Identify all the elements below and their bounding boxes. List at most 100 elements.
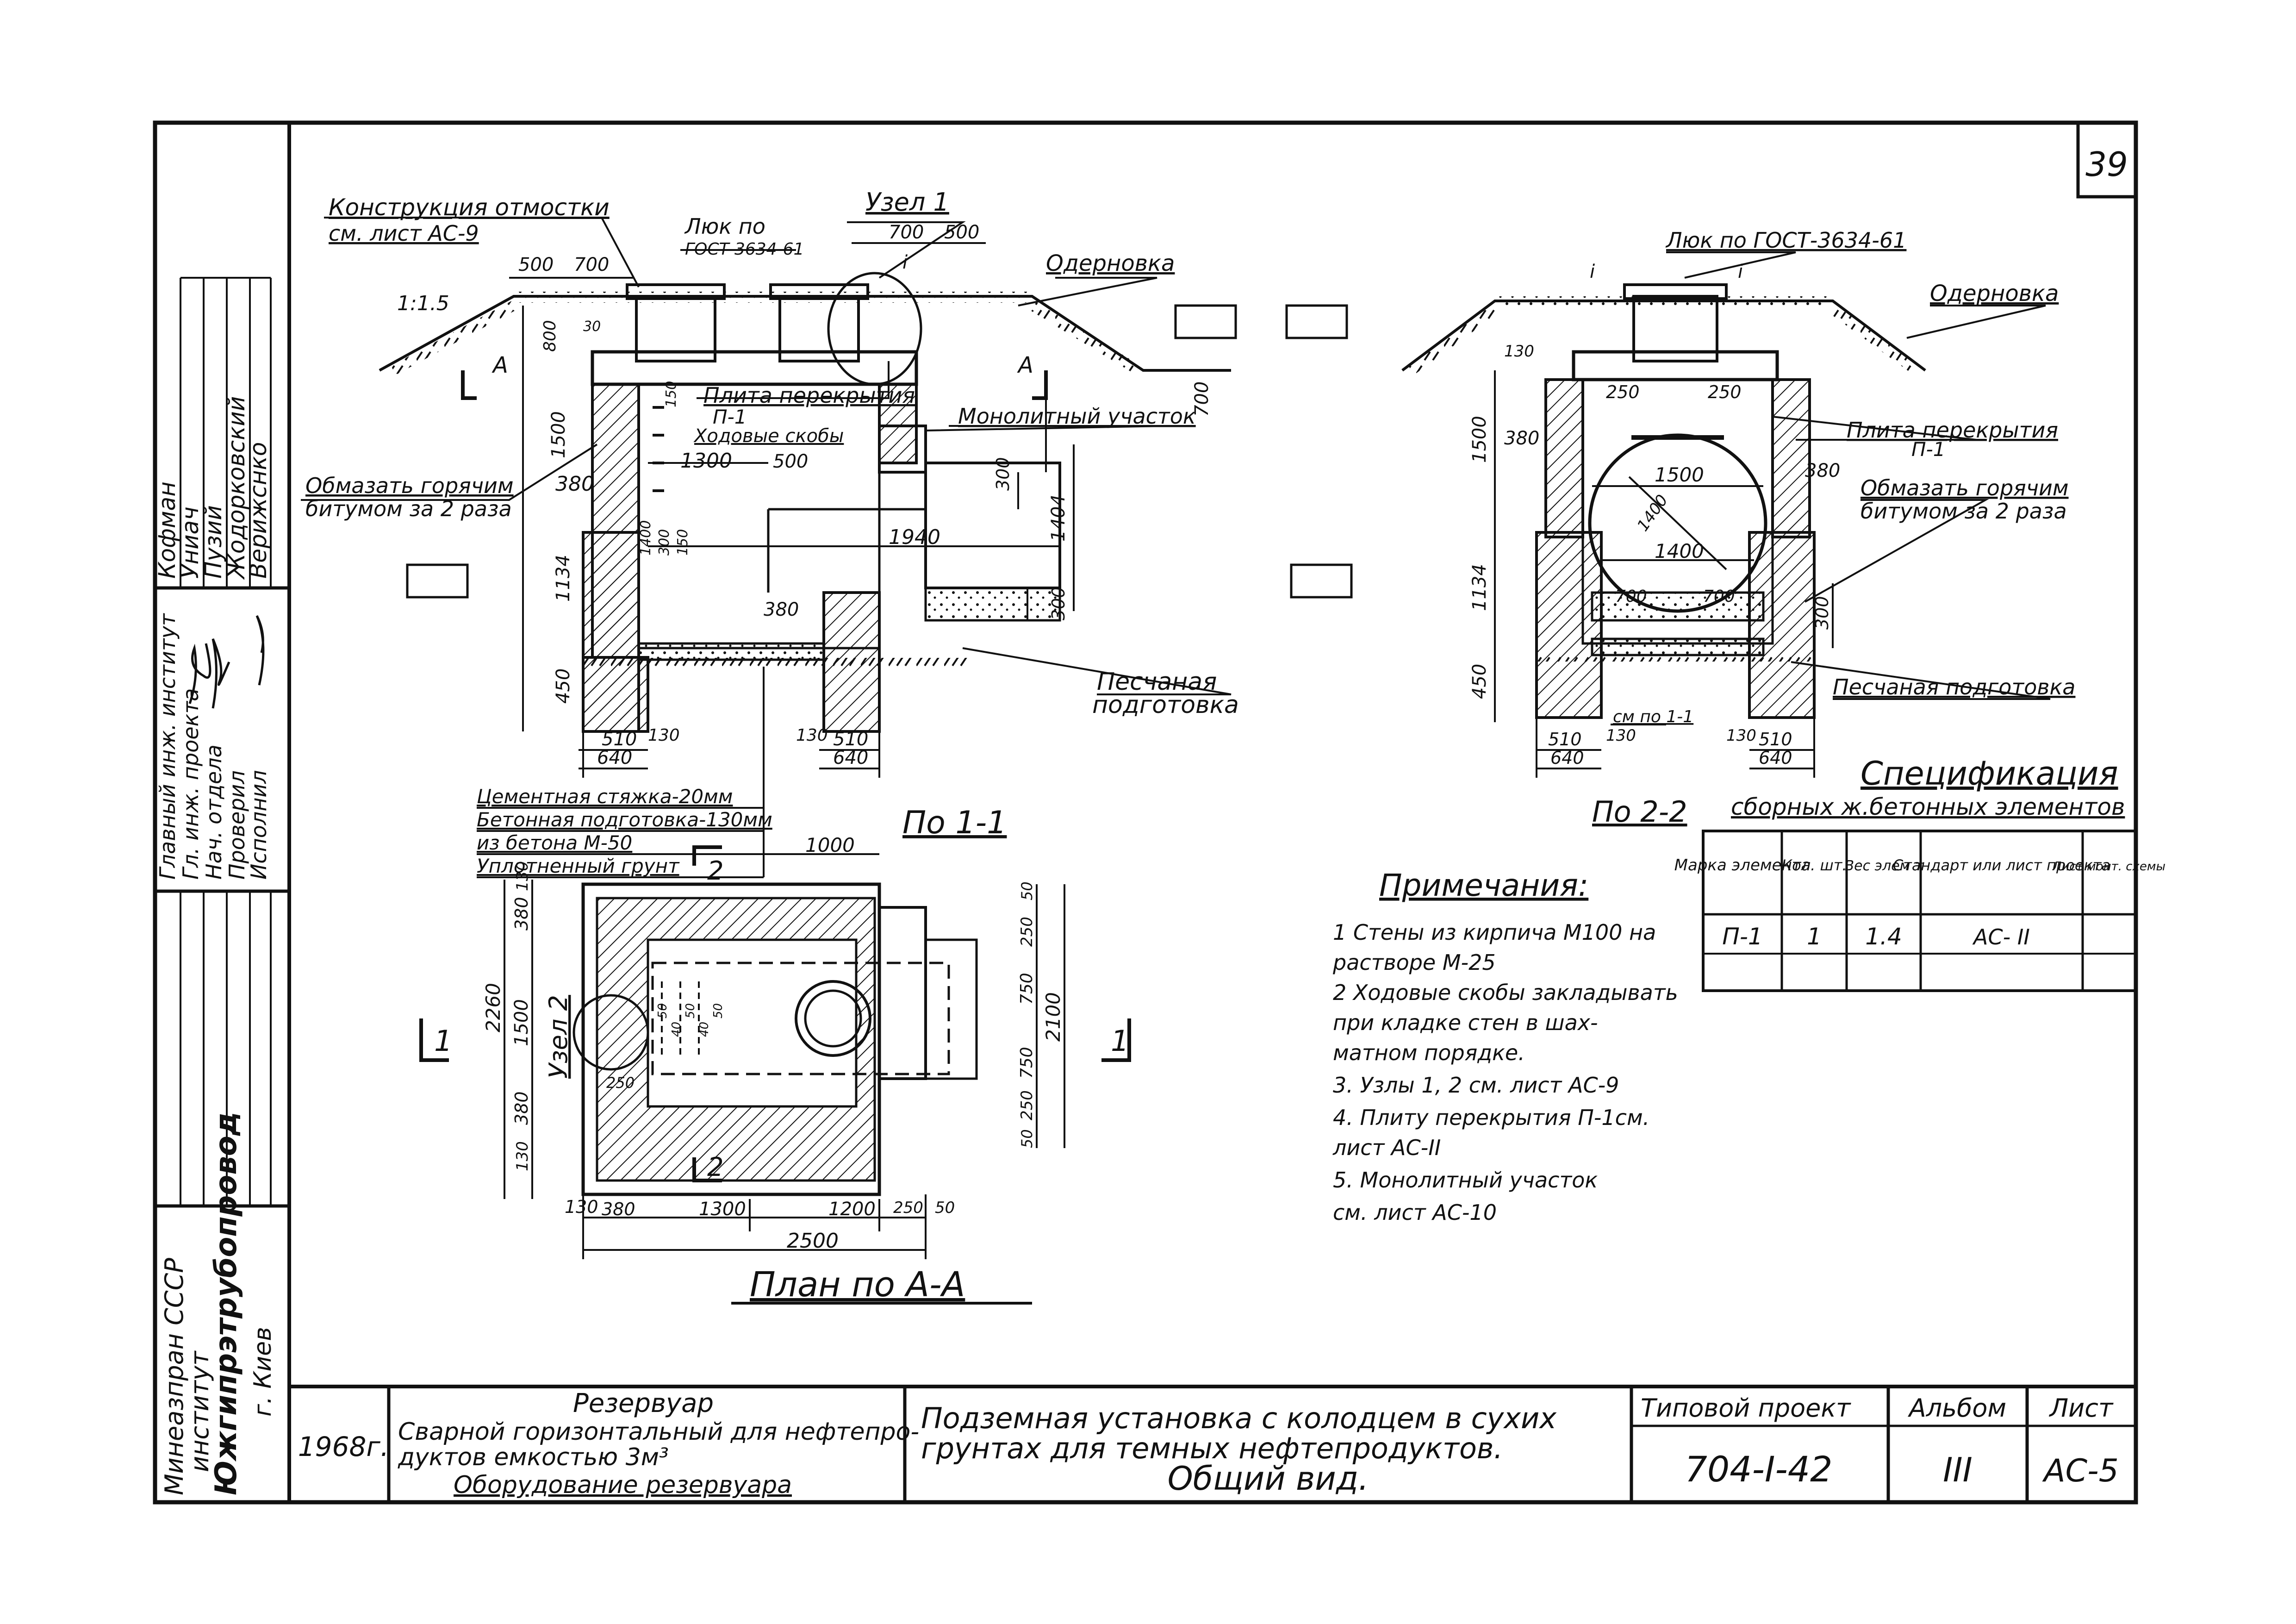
plan-dim-bottom: 380: [602, 1199, 635, 1219]
note-line: 5. Монолитный участок: [1333, 1168, 1598, 1193]
title-year: 1968г.: [298, 1431, 389, 1462]
stamp-name-2: Униач: [177, 506, 204, 579]
s22-label-turf: Одерновка: [1930, 281, 2059, 306]
plan-cut-mark-bottom: 2: [707, 1152, 724, 1182]
s22-dim: 450: [1469, 664, 1490, 699]
plan-dim-bottom: 1300: [699, 1199, 746, 1220]
s11-dim: 500: [944, 222, 979, 243]
s11-dim: 800: [541, 320, 560, 352]
s22-dim: 510: [1548, 729, 1582, 750]
s22-dim: 250: [1708, 382, 1742, 402]
stamp-role-1: Главный инж. институт: [155, 613, 180, 880]
stamp-role-4: Проверил: [224, 770, 249, 880]
sheet-value: АС-5: [2042, 1453, 2119, 1489]
stamp-role-5: Исполнил: [246, 770, 271, 880]
s11-dim: 1400: [638, 520, 654, 556]
s11-label-slab-mark: П-1: [713, 406, 747, 428]
section-2-2-drawing: [1285, 251, 2051, 778]
s11-dim: 150: [663, 381, 679, 407]
note-line: 4. Плиту перекрытия П-1см.: [1333, 1105, 1649, 1130]
s22-label-slab: Плита перекрытия: [1847, 418, 2058, 443]
s22-label-hatch: Люк по ГОСТ-3634-61: [1665, 228, 1906, 253]
s11-label-monolith: Монолитный участок: [958, 404, 1196, 429]
s11-label-node: Узел 1: [865, 187, 949, 217]
plan-dim-left-total: 2260: [482, 983, 504, 1032]
s11-dim: 1404: [1048, 494, 1069, 542]
s11-dim: 1300: [680, 449, 732, 473]
title-object-3: дуктов емкостью 3м³: [398, 1443, 669, 1471]
s11-dim: 380: [764, 599, 799, 620]
plan-dim-right: 750: [1017, 1047, 1036, 1079]
s11-label-sand-1: Песчаная: [1097, 668, 1217, 696]
s11-dim: 380: [555, 472, 594, 496]
album-value: III: [1943, 1450, 1972, 1489]
s11-label-turf: Одерновка: [1046, 250, 1175, 276]
s11-dim: 500: [518, 254, 554, 275]
plan-title: План по А-А: [750, 1265, 965, 1305]
project-label: Типовой проект: [1641, 1393, 1851, 1423]
title-main-2: грунтах для темных нефтепродуктов.: [921, 1431, 1503, 1465]
plan-dim-bottom: 1200: [828, 1199, 876, 1220]
plan-drawing: [419, 845, 1131, 1259]
note-line: см. лист АС-10: [1333, 1200, 1497, 1225]
note-line: при кладке стен в шах-: [1333, 1010, 1598, 1035]
plan-dim-left: 1500: [511, 999, 532, 1046]
plan-dim-left: 130: [513, 1141, 532, 1171]
s11-label-hatch: Люк по: [684, 214, 765, 239]
title-main-1: Подземная установка с колодцем в сухих: [921, 1401, 1557, 1435]
plan-dim-bottom: 50: [935, 1199, 955, 1217]
title-object-1: Резервуар: [573, 1388, 714, 1418]
layer-2: Бетонная подготовка-130мм: [477, 808, 772, 831]
plan-dim-inner: 40: [670, 1022, 684, 1037]
s11-dim: 150: [675, 529, 691, 556]
plan-dim-right: 50: [1018, 881, 1036, 900]
plan-cut-mark-top: 2: [707, 856, 724, 886]
spec-cell-qty: 1: [1807, 923, 1822, 950]
s22-dim: 300: [1812, 596, 1832, 630]
s11-section-mark-left: А: [492, 352, 508, 378]
s11-title: По 1-1: [902, 805, 1007, 841]
stamp-name-4: Жодорковский: [223, 396, 250, 580]
s11-dim: 130: [648, 726, 680, 745]
layer-4: Уплотненный грунт: [477, 855, 680, 877]
note-line: лист АС-II: [1332, 1135, 1441, 1160]
s11-dim: 700: [1191, 381, 1213, 417]
s22-dim: 1500: [1469, 416, 1490, 463]
s22-dim: 130: [1726, 726, 1756, 745]
page-number: 39: [2085, 145, 2128, 184]
notes-title: Примечания:: [1379, 868, 1588, 903]
signature-3: [255, 615, 265, 686]
s11-slope-i: i: [902, 252, 908, 273]
spec-header-standard: Стандарт или лист проекта: [1893, 856, 2110, 874]
layer-1: Цементная стяжка-20мм: [477, 785, 733, 808]
s22-label-ref: см по 1-1: [1613, 707, 1693, 726]
s11-dim: 1134: [553, 555, 574, 602]
spec-header-mark: Марка элемента: [1674, 856, 1811, 874]
plan-dim-right: 250: [1018, 1090, 1036, 1120]
title-main-3: Общий вид.: [1168, 1460, 1369, 1498]
spec-cell-weight: 1.4: [1865, 923, 1902, 950]
spec-header-qty: Кол. шт.: [1781, 856, 1847, 874]
s11-dim: 1940: [889, 525, 940, 549]
s22-label-sand: Песчаная подготовка: [1833, 675, 2075, 700]
s22-dim: 640: [1759, 748, 1792, 768]
s11-label-constr: Конструкция отмостки: [329, 194, 610, 221]
s11-dim: 700: [889, 222, 924, 243]
s11-label-sand-2: подготовка: [1092, 691, 1239, 719]
plan-dim-inner: 250: [606, 1074, 635, 1092]
s22-dim: 1400: [1655, 540, 1704, 562]
plan-dim-bottom: 250: [893, 1199, 923, 1217]
s11-dim: 640: [597, 747, 632, 768]
stamp-org-2: институт: [185, 1350, 214, 1472]
s11-label-slope: 1:1.5: [397, 292, 449, 315]
s11-dim: 450: [553, 668, 574, 704]
s11-dim: 30: [583, 319, 601, 335]
plan-dim-right: 50: [1018, 1129, 1036, 1148]
spec-table: [1702, 830, 2137, 992]
plan-dim-bottom: 130: [565, 1197, 598, 1217]
spec-subtitle-text: сборных ж.бетонных элементов: [1731, 793, 2125, 820]
stamp-name-5: Верижснко: [245, 442, 272, 579]
note-line: растворе М-25: [1332, 950, 1496, 975]
signature-1: [188, 643, 212, 704]
